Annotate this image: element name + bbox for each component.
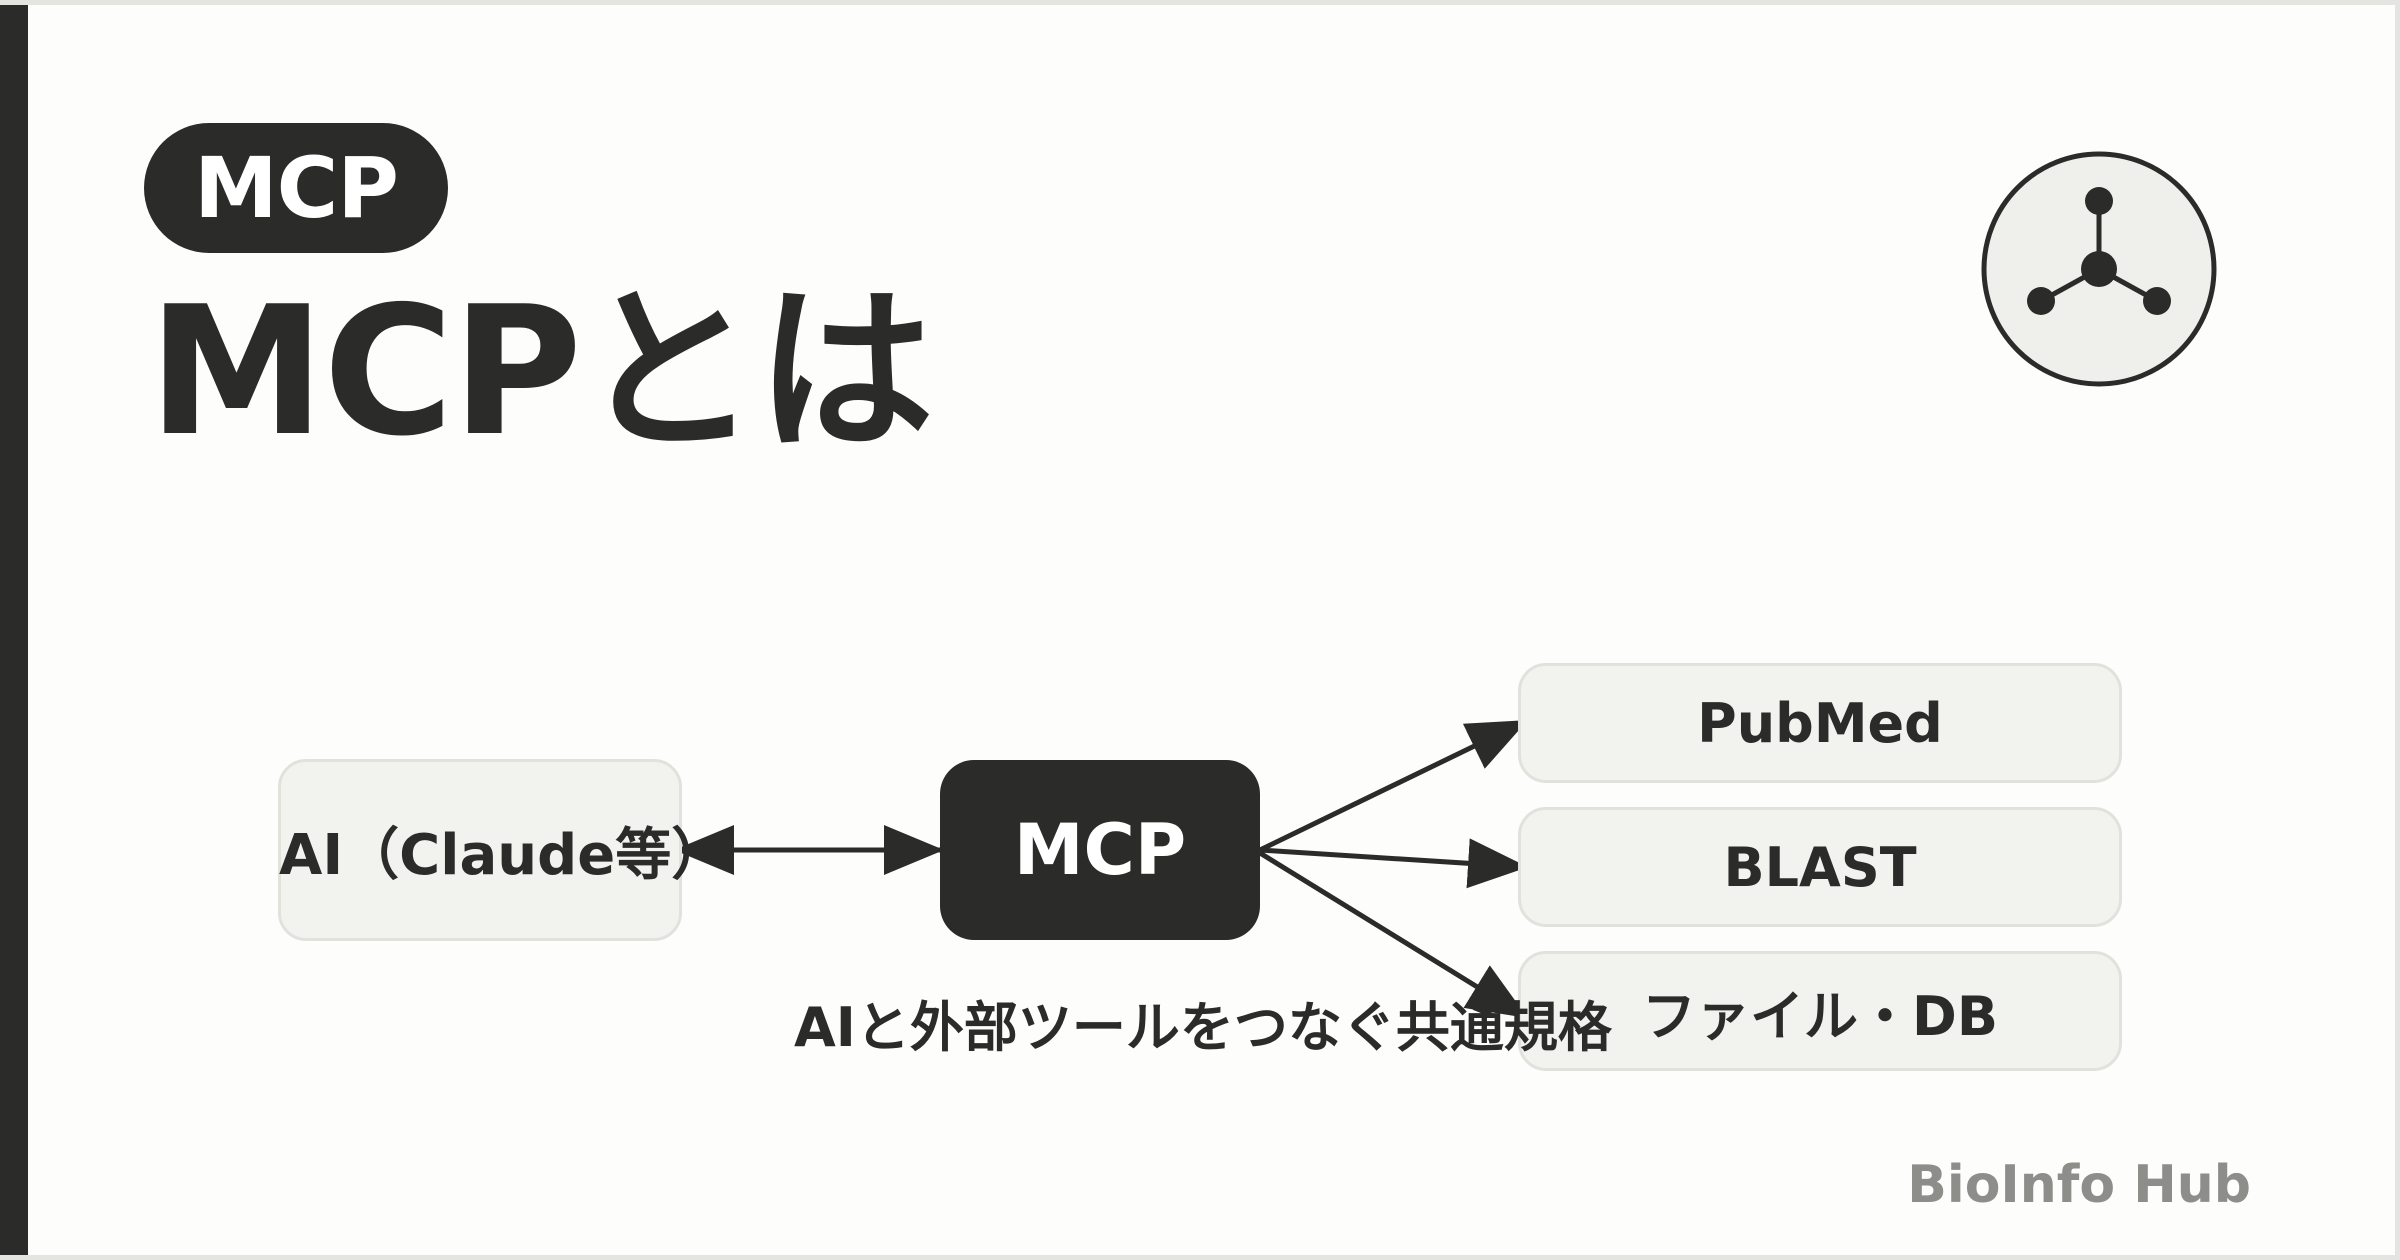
target-node-file-db: ファイル・DB	[1518, 951, 2122, 1071]
target-node-blast: BLAST	[1518, 807, 2122, 927]
arrow-mcp-blast	[1259, 838, 1528, 889]
ai-node-label: AI（Claude等）	[279, 822, 728, 888]
left-accent-bar	[0, 5, 28, 1255]
ai-node: AI（Claude等）	[278, 759, 727, 941]
arrow-mcp-file	[1258, 850, 1528, 1020]
mcp-node: MCP	[940, 760, 1260, 940]
connection-arrows	[674, 718, 1528, 1020]
molecule-icon	[1981, 151, 2217, 387]
brand-label: BioInfo Hub	[1907, 1155, 2251, 1215]
page-title: MCPとは	[148, 268, 934, 475]
arrow-mcp-pubmed	[1258, 718, 1528, 853]
target-node-pubmed: PubMed	[1518, 663, 2122, 783]
topic-tag: MCP	[144, 123, 448, 253]
diagram-caption: AIと外部ツールをつなぐ共通規格	[794, 996, 1612, 1059]
